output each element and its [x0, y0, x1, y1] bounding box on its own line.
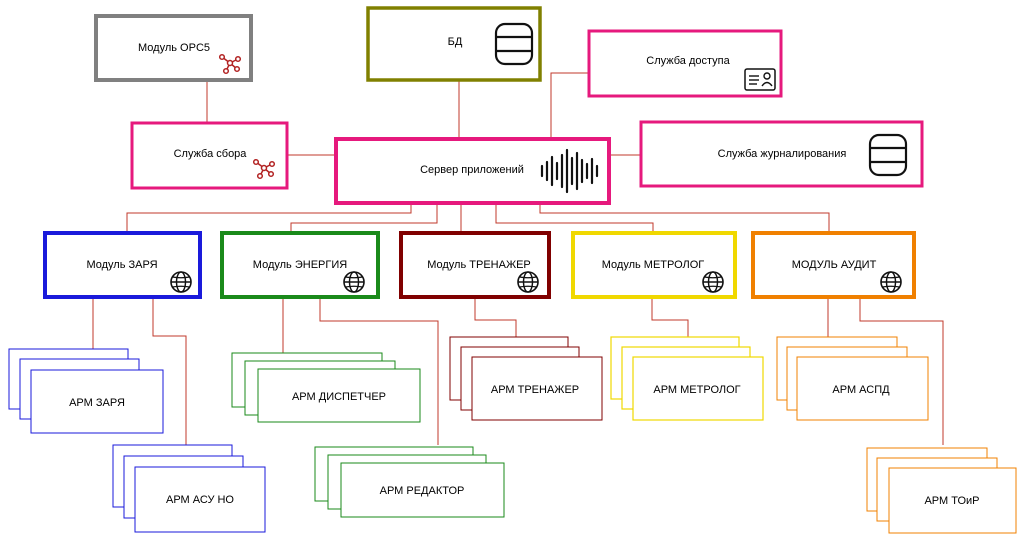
- audio-wave-icon: [540, 148, 599, 194]
- ws-editor[interactable]: АРМ РЕДАКТОР: [314, 446, 505, 518]
- module-audit[interactable]: МОДУЛЬ АУДИТ: [751, 231, 916, 299]
- ws-label: АРМ ТОиР: [924, 495, 979, 507]
- globe-icon: [702, 271, 724, 293]
- connectors: [92, 72, 944, 445]
- node-label: Служба сбора: [174, 148, 248, 160]
- ws-trainer[interactable]: АРМ ТРЕНАЖЕР: [449, 336, 603, 421]
- ws-metrolog[interactable]: АРМ МЕТРОЛОГ: [610, 336, 764, 421]
- id-card-icon: [744, 68, 776, 91]
- module-energy[interactable]: Модуль ЭНЕРГИЯ: [220, 231, 380, 299]
- ws-label: АРМ ТРЕНАЖЕР: [491, 384, 579, 396]
- node-label: Модуль ЗАРЯ: [86, 259, 157, 271]
- node-opc[interactable]: Модуль OPC5: [94, 14, 253, 82]
- ws-label: АРМ МЕТРОЛОГ: [653, 384, 740, 396]
- module-zarya[interactable]: Модуль ЗАРЯ: [43, 231, 202, 299]
- ws-dispatcher[interactable]: АРМ ДИСПЕТЧЕР: [231, 352, 421, 423]
- node-label: Служба журналирования: [718, 148, 847, 160]
- ws-label: АРМ АСУ НО: [166, 494, 234, 506]
- node-label: Служба доступа: [646, 55, 730, 67]
- node-access-service[interactable]: Служба доступа: [587, 29, 783, 98]
- ws-asu[interactable]: АРМ АСУ НО: [112, 444, 266, 533]
- node-label: МОДУЛЬ АУДИТ: [792, 259, 877, 271]
- database-icon: [868, 133, 908, 177]
- ws-zarya[interactable]: АРМ ЗАРЯ: [8, 348, 164, 434]
- node-label: Модуль OPC5: [138, 42, 210, 54]
- node-label: Модуль МЕТРОЛОГ: [602, 259, 705, 271]
- node-label: БД: [448, 36, 463, 48]
- ws-label: АРМ ДИСПЕТЧЕР: [292, 391, 386, 403]
- globe-icon: [517, 271, 539, 293]
- ws-toir[interactable]: АРМ ТОиР: [866, 447, 1017, 534]
- node-db[interactable]: БД: [366, 6, 542, 82]
- ws-label: АРМ РЕДАКТОР: [380, 485, 465, 497]
- node-journal-service[interactable]: Служба журналирования: [639, 120, 924, 188]
- globe-icon: [343, 271, 365, 293]
- ws-label: АРМ АСПД: [832, 384, 890, 396]
- globe-icon: [170, 271, 192, 293]
- node-label: Сервер приложений: [420, 164, 524, 176]
- ws-label: АРМ ЗАРЯ: [69, 397, 125, 409]
- node-label: Модуль ЭНЕРГИЯ: [253, 259, 347, 271]
- module-trainer[interactable]: Модуль ТРЕНАЖЕР: [399, 231, 551, 299]
- ws-aspd[interactable]: АРМ АСПД: [776, 336, 929, 421]
- module-metrolog[interactable]: Модуль МЕТРОЛОГ: [571, 231, 737, 299]
- node-label: Модуль ТРЕНАЖЕР: [427, 259, 531, 271]
- node-collect-service[interactable]: Служба сбора: [130, 121, 289, 190]
- node-app-server[interactable]: Сервер приложений: [334, 137, 611, 205]
- globe-icon: [880, 271, 902, 293]
- database-icon: [494, 22, 534, 66]
